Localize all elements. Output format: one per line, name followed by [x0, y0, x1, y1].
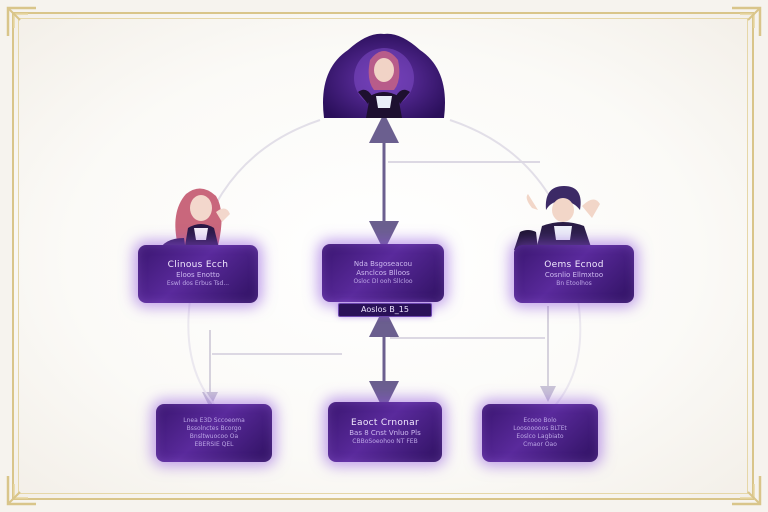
- node-left-line2: Eloos Enotto: [176, 271, 220, 279]
- node-bottom-left-line2: Bssolnctes Bcorgo: [186, 425, 242, 432]
- node-bottom-right: Ecooo Bolo Loosooooos BLTEt Eoslco Lagbi…: [482, 404, 598, 462]
- center-node-tag: Aoslos B_15: [338, 303, 432, 317]
- node-bottom-right-line2: Loosooooos BLTEt: [513, 425, 567, 432]
- top-character-portrait-icon: [318, 30, 450, 120]
- left-character-portrait-icon: [156, 182, 246, 252]
- node-bottom-left: Lnea E3D Sccoeoma Bssolnctes Bcorgo Bnsl…: [156, 404, 272, 462]
- node-right-line1: Oems Ecnod: [544, 260, 604, 270]
- node-center-line1: Nda Bsgoseacou: [353, 260, 413, 268]
- corner-ornament-icon: [6, 6, 52, 52]
- diagram-inner-border: [18, 18, 748, 494]
- corner-ornament-icon: [716, 6, 762, 52]
- corner-ornament-icon: [6, 460, 52, 506]
- node-bottom-right-line1: Ecooo Bolo: [523, 417, 557, 424]
- node-center-line2: Asnclcos Blloos: [356, 269, 410, 277]
- node-right-line2: Cosnlio Ellmxtoo: [544, 271, 604, 279]
- node-right-line3: Bn Etoolhos: [556, 280, 592, 287]
- node-bottom-left-line1: Lnea E3D Sccoeoma: [183, 417, 245, 424]
- node-bottom-right-line4: Cmaor Oao: [523, 441, 557, 448]
- node-bottom-center: Eaoct Crnonar Bas 8 Cnst Vnluo Pls CBBoS…: [328, 402, 442, 462]
- node-bottom-center-line1: Eaoct Crnonar: [351, 418, 419, 428]
- node-left: Clinous Ecch Eloos Enotto Eswl dos Erbus…: [138, 245, 258, 303]
- node-bottom-center-line3: CBBoSoeohoo NT FEB: [352, 438, 418, 445]
- node-center-line3: Osloc Dl ooh Sllcloo: [353, 278, 413, 285]
- node-bottom-left-line3: Bnsltwuocoo Oa: [189, 433, 239, 440]
- corner-ornament-icon: [716, 460, 762, 506]
- node-left-line3: Eswl dos Erbus Tsd...: [166, 280, 230, 287]
- node-left-line1: Clinous Ecch: [167, 260, 229, 270]
- node-bottom-center-line2: Bas 8 Cnst Vnluo Pls: [349, 429, 421, 437]
- node-bottom-left-line4: EBERSIE QEL: [194, 441, 234, 448]
- node-right: Oems Ecnod Cosnlio Ellmxtoo Bn Etoolhos: [514, 245, 634, 303]
- node-bottom-right-line3: Eoslco Lagbiato: [516, 433, 564, 440]
- node-center: Nda Bsgoseacou Asnclcos Blloos Osloc Dl …: [322, 244, 444, 302]
- right-character-portrait-icon: [512, 180, 608, 250]
